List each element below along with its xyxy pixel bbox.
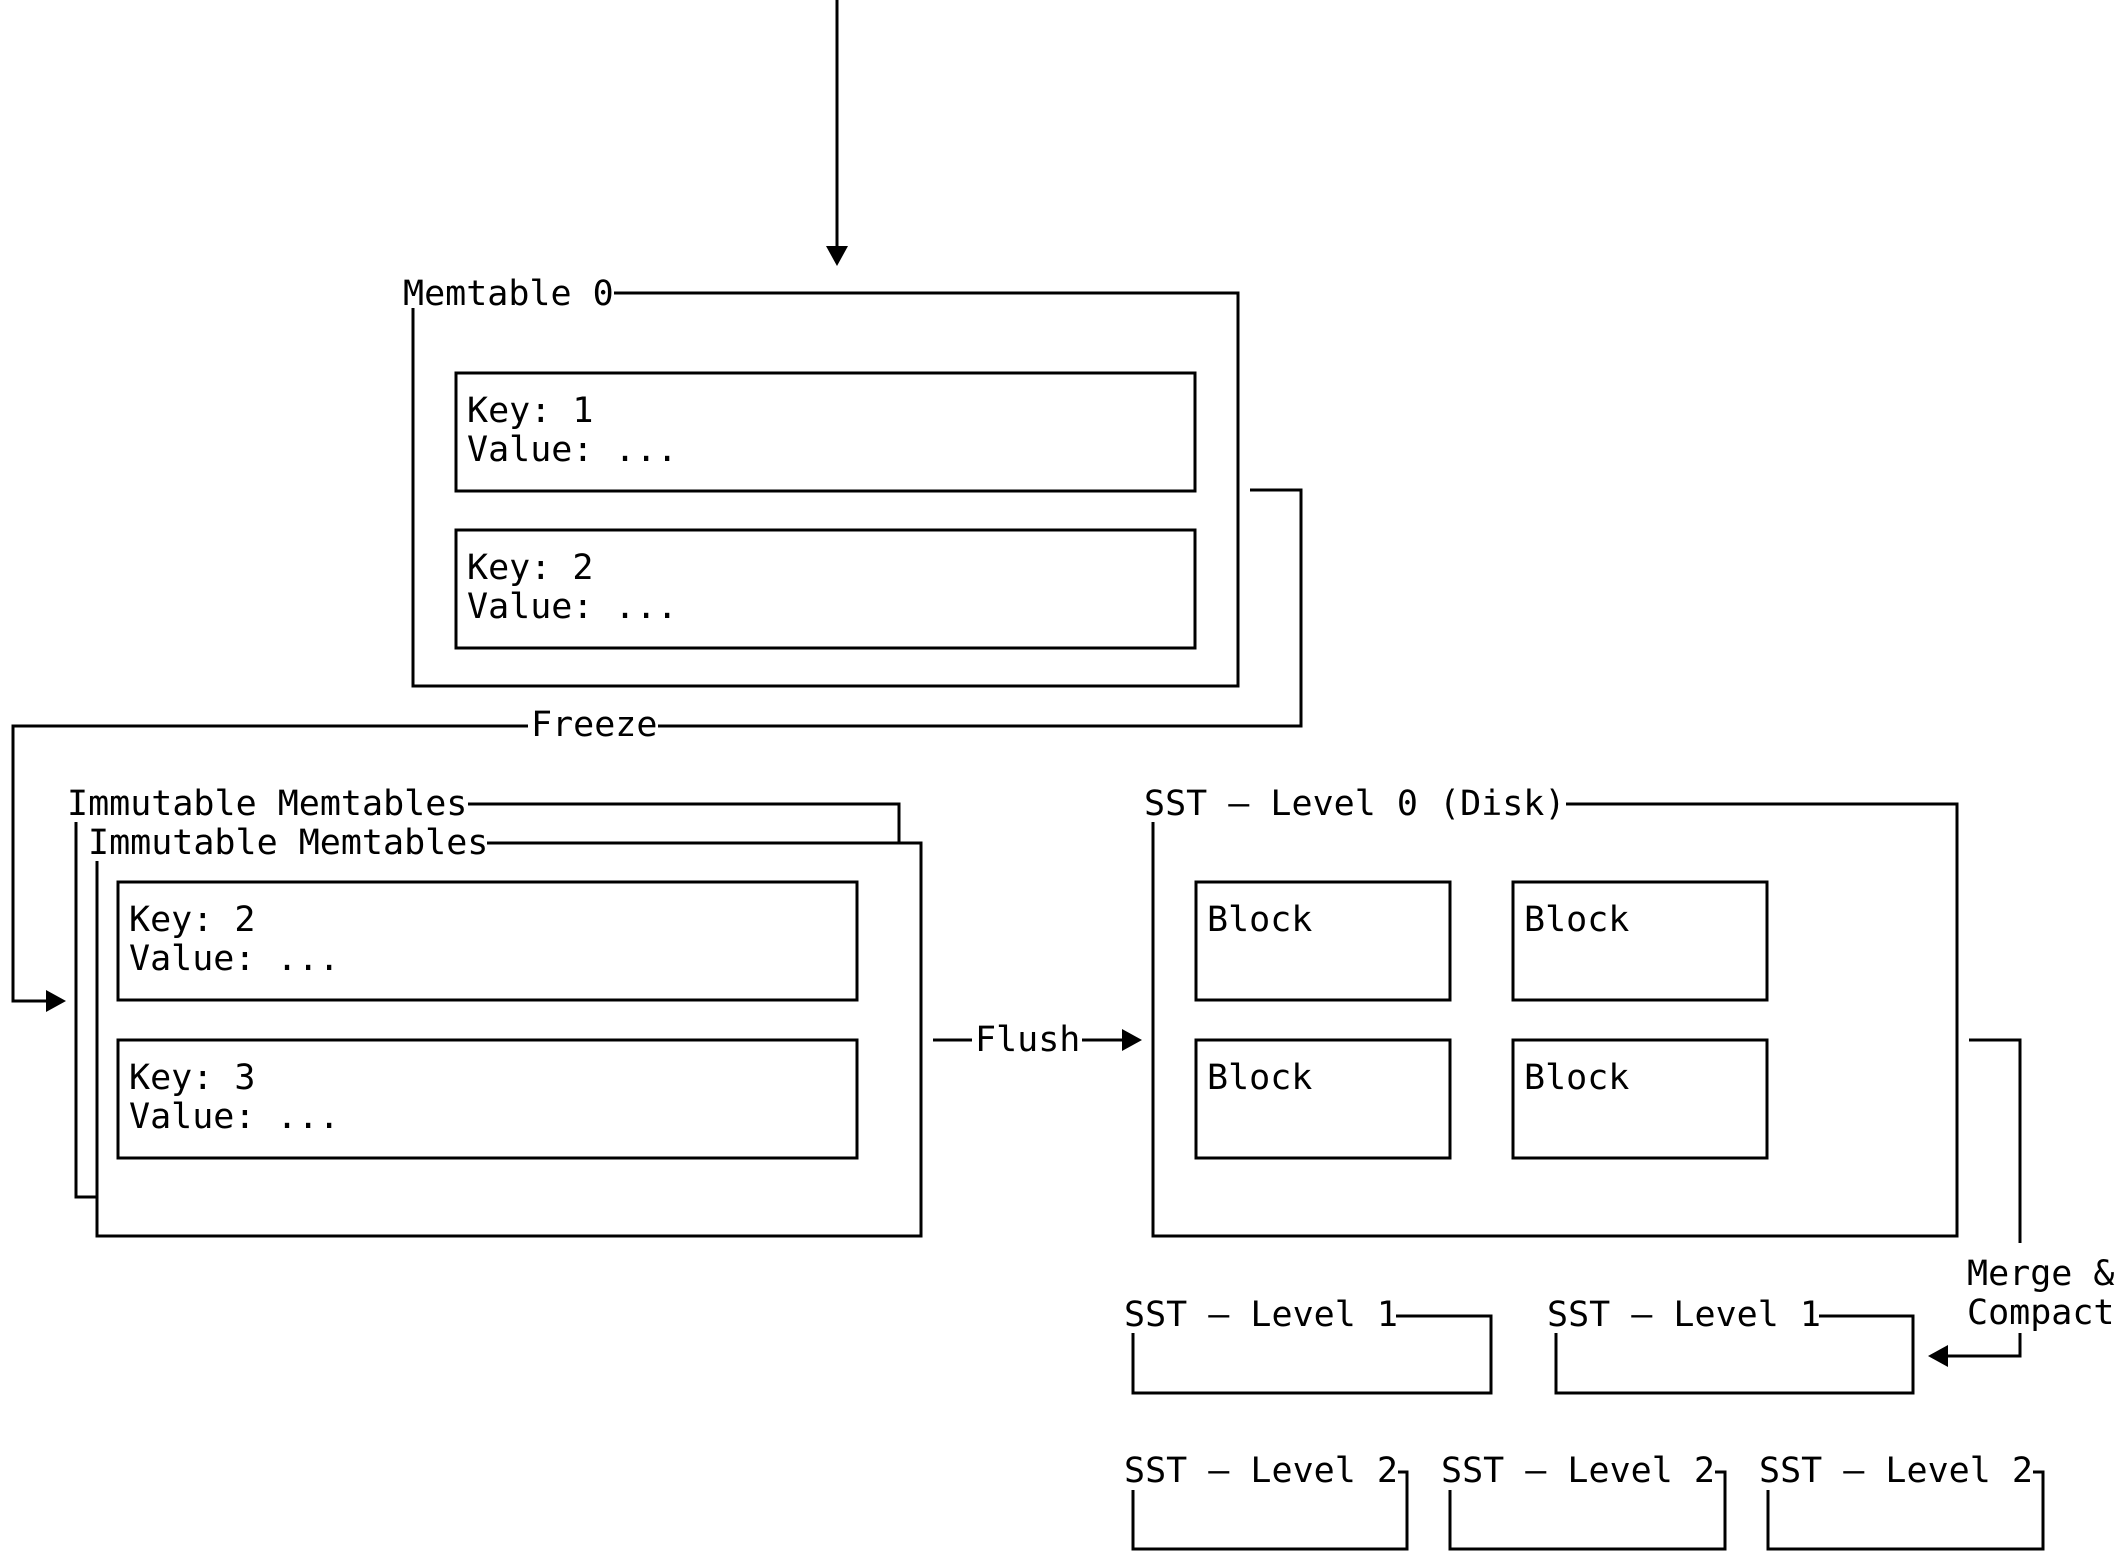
entry-key: Key: 2 bbox=[467, 548, 593, 588]
sst-level-1-title: SST – Level 1 bbox=[1547, 1295, 1821, 1335]
block-label: Block bbox=[1207, 1058, 1312, 1098]
sst-level-2-title: SST – Level 2 bbox=[1759, 1451, 2033, 1491]
immutable-entry: Key: 3 Value: ... bbox=[116, 1038, 859, 1160]
sst-block: Block bbox=[1511, 1038, 1769, 1160]
sst-level-2-table: SST – Level 2 bbox=[1441, 1451, 1727, 1551]
block-label: Block bbox=[1524, 900, 1629, 940]
block-label: Block bbox=[1207, 900, 1312, 940]
memtable-entry: Key: 1 Value: ... bbox=[454, 371, 1197, 493]
flush-label: Flush bbox=[975, 1020, 1080, 1060]
memtable-title: Memtable 0 bbox=[403, 274, 614, 314]
sst-block: Block bbox=[1194, 880, 1452, 1002]
sst-level-2-table: SST – Level 2 bbox=[1124, 1451, 1409, 1551]
sst-level-2-title: SST – Level 2 bbox=[1124, 1451, 1398, 1491]
memtable-entry: Key: 2 Value: ... bbox=[454, 528, 1197, 650]
sst-block: Block bbox=[1194, 1038, 1452, 1160]
block-label: Block bbox=[1524, 1058, 1629, 1098]
sst-level-1-title: SST – Level 1 bbox=[1124, 1295, 1398, 1335]
freeze-label: Freeze bbox=[531, 705, 657, 745]
entry-value: Value: ... bbox=[467, 587, 678, 627]
merge-compact-arrow: Merge & Compact bbox=[1928, 1038, 2115, 1367]
immutable-front-title: Immutable Memtables bbox=[88, 823, 488, 863]
flush-arrow: Flush bbox=[933, 1020, 1142, 1060]
sst-level-0-title: SST – Level 0 (Disk) bbox=[1144, 784, 1565, 824]
sst-level-2-table: SST – Level 2 bbox=[1759, 1451, 2045, 1551]
sst-block: Block bbox=[1511, 880, 1769, 1002]
sst-level-1-table: SST – Level 1 bbox=[1124, 1295, 1493, 1395]
merge-label-line1: Merge & bbox=[1967, 1254, 2115, 1294]
memtable-0: Memtable 0 Key: 1 Value: ... Key: 2 Valu… bbox=[403, 274, 1240, 688]
entry-value: Value: ... bbox=[129, 939, 340, 979]
sst-level-1-table: SST – Level 1 bbox=[1547, 1295, 1915, 1395]
immutable-entry: Key: 2 Value: ... bbox=[116, 880, 859, 1002]
entry-key: Key: 1 bbox=[467, 391, 593, 431]
entry-key: Key: 2 bbox=[129, 900, 255, 940]
entry-key: Key: 3 bbox=[129, 1058, 255, 1098]
entry-value: Value: ... bbox=[129, 1097, 340, 1137]
immutable-back-title: Immutable Memtables bbox=[67, 784, 467, 824]
entry-value: Value: ... bbox=[467, 430, 678, 470]
sst-level-0: SST – Level 0 (Disk) Block Block Block B… bbox=[1144, 784, 1959, 1238]
freeze-arrow: Freeze bbox=[11, 488, 1303, 1012]
immutable-memtables: Immutable Memtables Immutable Memtables … bbox=[67, 784, 923, 1238]
merge-label-line2: Compact bbox=[1967, 1293, 2115, 1333]
write-arrow bbox=[826, 0, 848, 266]
sst-level-2-title: SST – Level 2 bbox=[1441, 1451, 1715, 1491]
